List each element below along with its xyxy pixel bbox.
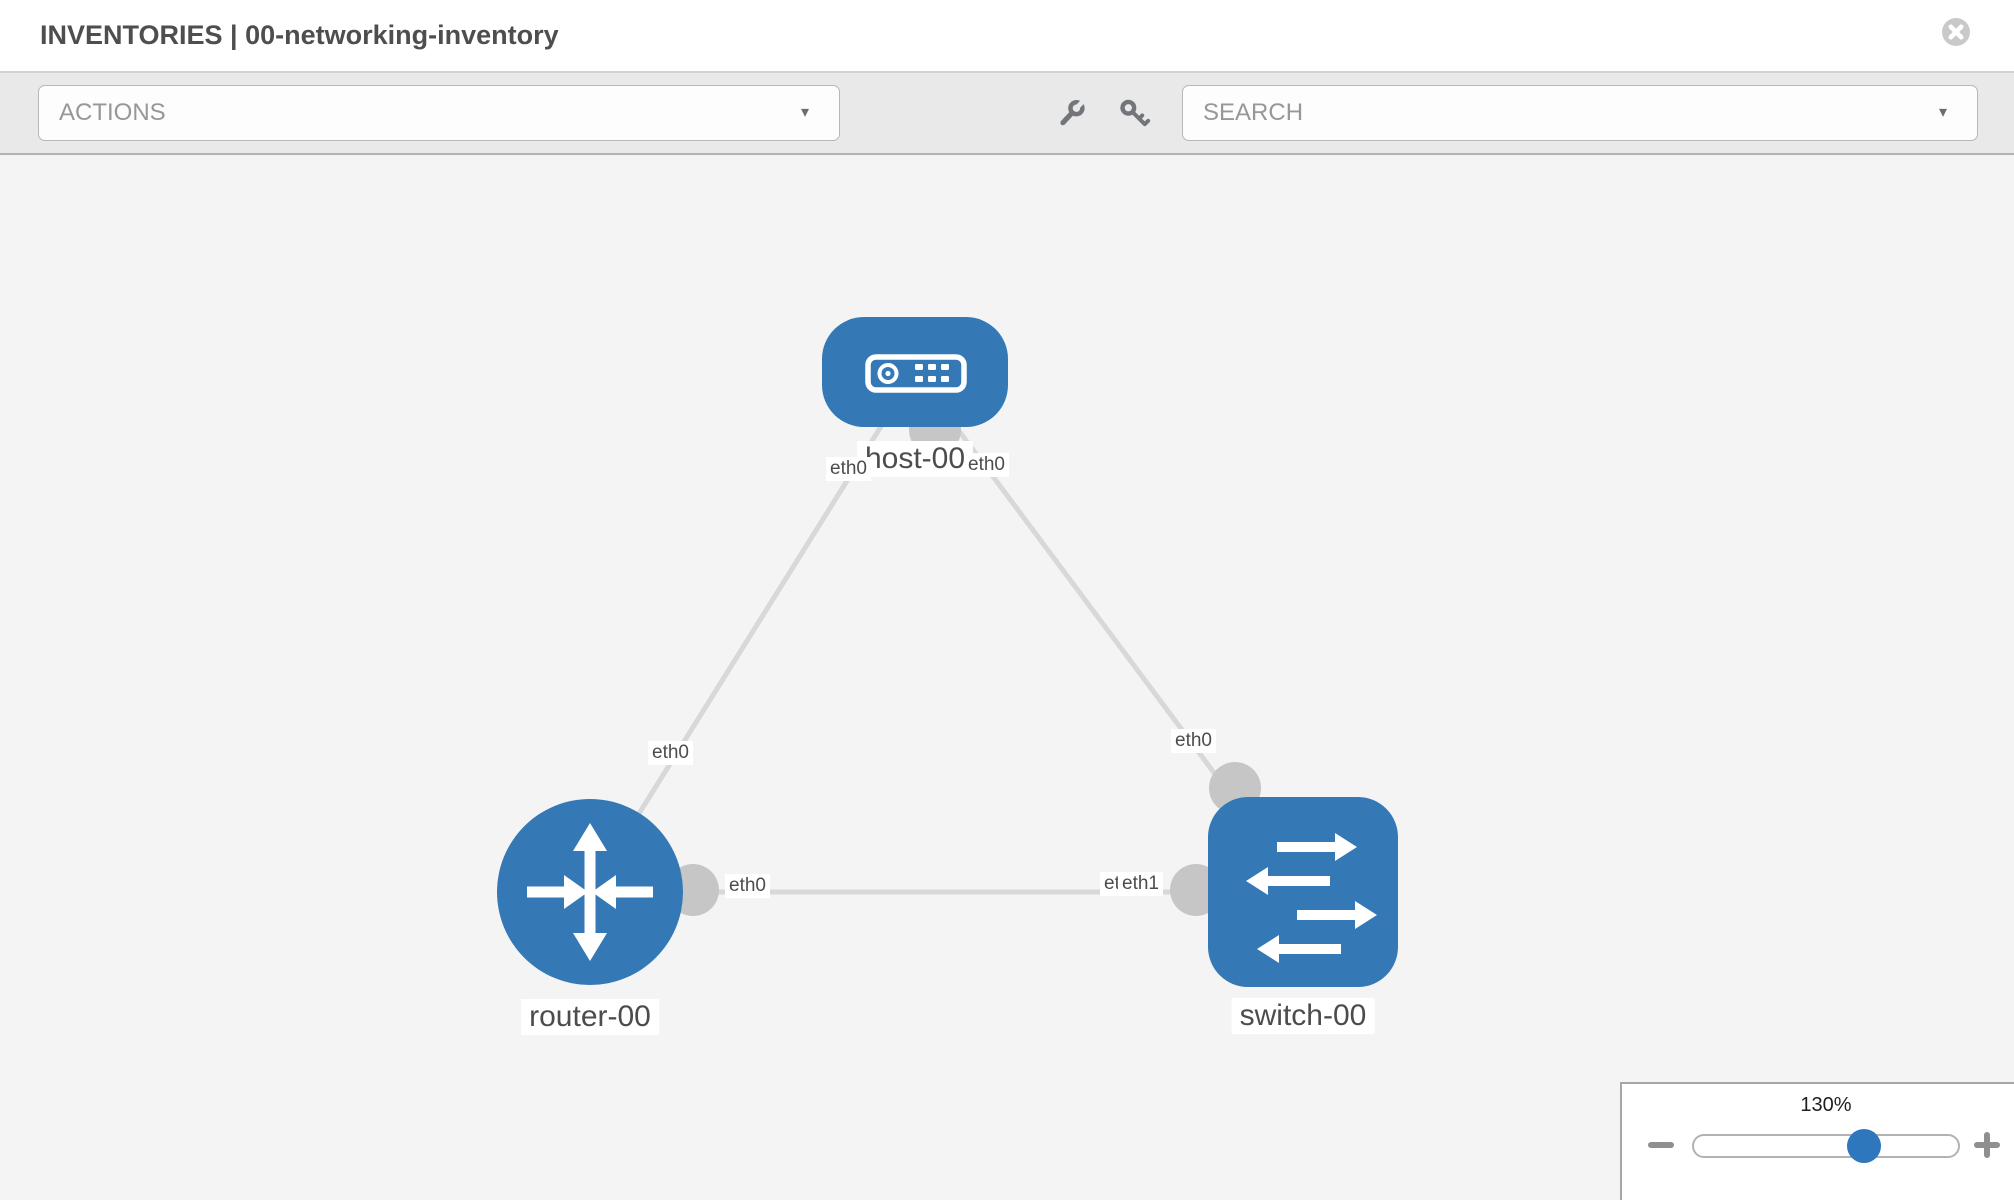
interface-label: eth0 xyxy=(826,457,871,481)
zoom-panel: 130% xyxy=(1620,1082,2014,1200)
zoom-out-button[interactable] xyxy=(1644,1128,1678,1162)
interface-label: eth0 xyxy=(648,741,693,765)
node-label-host: host-00 xyxy=(856,441,974,477)
actions-dropdown[interactable]: ACTIONS ▾ xyxy=(38,85,840,141)
actions-dropdown-label: ACTIONS xyxy=(59,99,166,126)
switch-icon xyxy=(1246,833,1377,963)
wrench-icon[interactable] xyxy=(1054,97,1088,131)
search-dropdown-label: SEARCH xyxy=(1203,99,1304,126)
interface-label: eth0 xyxy=(964,453,1009,477)
node-label-router: router-00 xyxy=(521,999,659,1035)
chevron-down-icon: ▾ xyxy=(800,104,809,121)
topology-canvas[interactable]: host-00 router-00 switch-00 eth0 eth0 et… xyxy=(0,155,2014,1200)
plus-icon xyxy=(1974,1132,2000,1158)
chevron-down-icon: ▾ xyxy=(1938,104,1947,121)
header: INVENTORIES | 00-networking-inventory xyxy=(0,0,2014,73)
zoom-slider[interactable] xyxy=(1692,1134,1960,1158)
node-router-00[interactable] xyxy=(497,799,683,985)
host-icon xyxy=(865,354,967,393)
search-dropdown[interactable]: SEARCH ▾ xyxy=(1182,85,1978,141)
page-title: INVENTORIES | 00-networking-inventory xyxy=(40,20,559,50)
node-label-switch: switch-00 xyxy=(1231,998,1375,1034)
toolbar: ACTIONS ▾ SEARCH ▾ xyxy=(0,73,2014,155)
node-switch-00[interactable] xyxy=(1208,797,1398,987)
zoom-level-value: 130% xyxy=(1800,1094,1852,1116)
interface-label: eth0 xyxy=(1171,729,1216,753)
close-button[interactable] xyxy=(1941,17,1971,47)
zoom-in-button[interactable] xyxy=(1970,1128,2004,1162)
interface-label: eth0 xyxy=(725,874,770,898)
close-icon xyxy=(1942,18,1970,46)
interface-label: eth1 xyxy=(1118,872,1163,896)
minus-icon xyxy=(1648,1142,1674,1148)
key-icon[interactable] xyxy=(1117,97,1151,131)
node-host-00[interactable] xyxy=(822,317,1008,427)
router-icon xyxy=(527,823,653,961)
zoom-slider-handle[interactable] xyxy=(1847,1129,1881,1163)
